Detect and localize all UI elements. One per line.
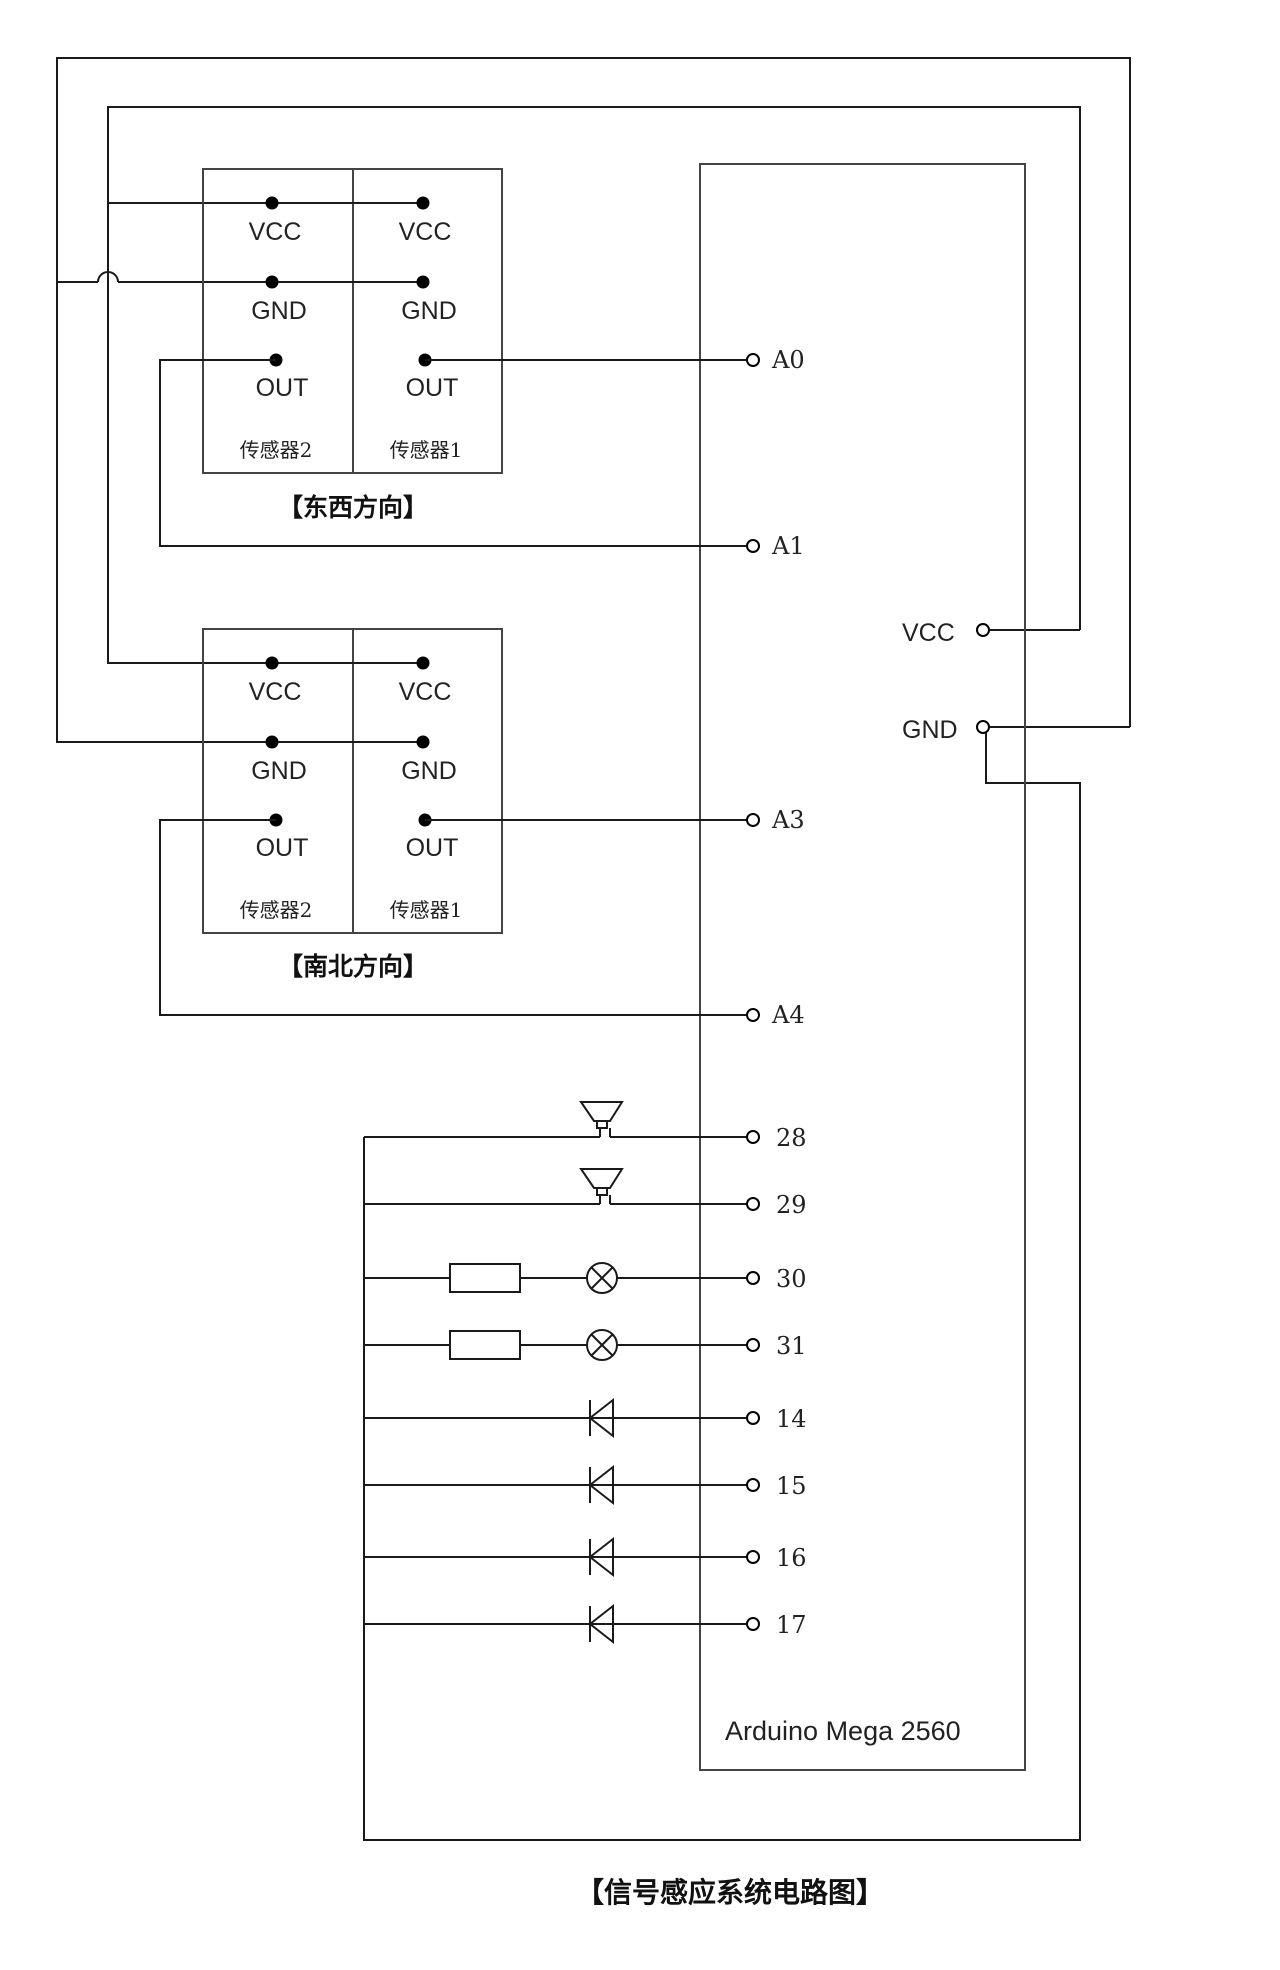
pin-a3-label: A3 xyxy=(771,806,805,834)
sensor-1-out-label: OUT xyxy=(406,834,459,862)
buzzer-icon xyxy=(579,1101,624,1137)
sensor-2-vcc-label: VCC xyxy=(249,218,302,246)
sensor-2-vcc-dot xyxy=(265,656,279,670)
buzzer-28: 28 xyxy=(364,1101,807,1152)
pin-29 xyxy=(746,1197,760,1211)
sensor-1-box xyxy=(352,628,503,934)
sensor-1-gnd-label: GND xyxy=(401,757,457,785)
lamp-icon xyxy=(586,1262,618,1294)
sensor-1-box xyxy=(352,168,503,474)
board-vcc-label: VCC xyxy=(902,619,955,647)
resistor-icon xyxy=(449,1263,521,1293)
lamp-row-31: 31 xyxy=(364,1329,807,1361)
pin-a1-label: A1 xyxy=(771,532,805,560)
pin-15-label: 15 xyxy=(776,1472,807,1500)
pin-28-label: 28 xyxy=(776,1124,807,1152)
sensor-1-gnd-dot xyxy=(416,735,430,749)
diode-icon xyxy=(588,1464,614,1506)
out-wire-a4 xyxy=(159,819,747,1016)
gnd-return-wire xyxy=(363,727,1081,1841)
pin-15 xyxy=(746,1478,760,1492)
sensor-1-gnd-label: GND xyxy=(401,297,457,325)
pin-a4-label: A4 xyxy=(771,1001,805,1029)
board-gnd-label: GND xyxy=(902,716,958,744)
board-gnd-pin xyxy=(976,720,990,734)
pin-a0-label: A0 xyxy=(771,346,805,374)
pin-a1 xyxy=(746,539,760,553)
buzzer-icon xyxy=(579,1168,624,1204)
arduino-board xyxy=(699,163,1026,1771)
board-vcc-pin xyxy=(976,623,990,637)
pin-16 xyxy=(746,1550,760,1564)
diode-icon xyxy=(588,1536,614,1578)
diode-row-17: 17 xyxy=(364,1603,807,1645)
sensor-2-gnd-label: GND xyxy=(251,297,307,325)
analog-pins: A0 A1 A3 A4 xyxy=(746,346,805,1029)
pin-a4 xyxy=(746,1008,760,1022)
sensor-2-out-label: OUT xyxy=(256,374,309,402)
group-label: 【南北方向】 xyxy=(278,952,428,981)
pin-17-label: 17 xyxy=(776,1611,807,1639)
sensor-2-vcc-label: VCC xyxy=(249,678,302,706)
lamp-icon xyxy=(586,1329,618,1361)
resistor-icon xyxy=(449,1330,521,1360)
pin-14-label: 14 xyxy=(776,1405,807,1433)
group-label: 【东西方向】 xyxy=(278,493,428,522)
sensor-1-name: 传感器1 xyxy=(390,898,463,922)
sensor-1-vcc-label: VCC xyxy=(399,678,452,706)
diode-icon xyxy=(588,1397,614,1439)
sensor-2-gnd-dot xyxy=(265,735,279,749)
pin-31-label: 31 xyxy=(776,1332,807,1360)
sensor-1-vcc-label: VCC xyxy=(399,218,452,246)
sensor-1-vcc-dot xyxy=(416,656,430,670)
sensor-1-vcc-dot xyxy=(416,196,430,210)
sensor-group-east-west: VCC VCC GND GND OUT OUT 传感器2 传感器1 【东西方向】 xyxy=(159,168,747,547)
pin-29-label: 29 xyxy=(776,1191,807,1219)
diode-row-15: 15 xyxy=(364,1464,807,1506)
sensor-group-north-south: VCC VCC GND GND OUT OUT 传感器2 传感器1 【南北方向】 xyxy=(159,628,747,1016)
pin-a3 xyxy=(746,813,760,827)
sensor-2-gnd-dot xyxy=(265,275,279,289)
lamp-row-30: 30 xyxy=(364,1262,807,1294)
pin-28 xyxy=(746,1130,760,1144)
diode-icon xyxy=(588,1603,614,1645)
diagram-caption: 【信号感应系统电路图】 xyxy=(576,1876,884,1909)
sensor-1-name: 传感器1 xyxy=(390,438,463,462)
sensor-2-name: 传感器2 xyxy=(240,438,313,462)
pin-17 xyxy=(746,1617,760,1631)
diode-row-14: 14 xyxy=(364,1397,807,1439)
sensor-2-gnd-label: GND xyxy=(251,757,307,785)
sensor-2-out-label: OUT xyxy=(256,834,309,862)
sensor-2-name: 传感器2 xyxy=(240,898,313,922)
buzzer-29: 29 xyxy=(364,1168,807,1219)
pin-30 xyxy=(746,1271,760,1285)
sensor-2-vcc-dot xyxy=(265,196,279,210)
sensor-1-gnd-dot xyxy=(416,275,430,289)
pin-30-label: 30 xyxy=(776,1265,807,1293)
pin-16-label: 16 xyxy=(776,1544,807,1572)
pin-31 xyxy=(746,1338,760,1352)
board-name: Arduino Mega 2560 xyxy=(725,1716,961,1746)
pin-a0 xyxy=(746,353,760,367)
sensor-1-out-label: OUT xyxy=(406,374,459,402)
pin-14 xyxy=(746,1411,760,1425)
diode-row-16: 16 xyxy=(364,1536,807,1578)
out-wire-a1 xyxy=(159,359,747,547)
gnd-wire-outer xyxy=(56,57,1131,743)
vcc-wire xyxy=(107,106,1081,664)
